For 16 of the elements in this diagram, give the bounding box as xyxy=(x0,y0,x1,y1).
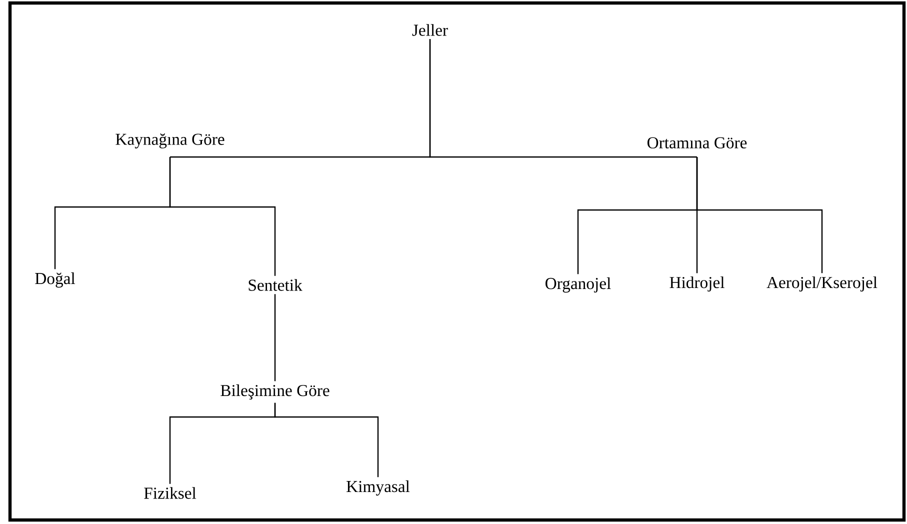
node-label: Jeller xyxy=(412,24,448,36)
node-label: Kimyasal xyxy=(346,480,410,496)
connector xyxy=(169,157,276,276)
connector xyxy=(274,294,276,382)
node-label: Bileşimine Göre xyxy=(220,384,330,400)
node-label: Fiziksel xyxy=(144,487,196,499)
connector xyxy=(274,402,379,478)
node-label: Ortamına Göre xyxy=(647,137,747,148)
connector xyxy=(696,157,823,274)
node-label: Hidrojel xyxy=(670,276,724,292)
node-label: Doğal xyxy=(35,272,76,288)
node-label: Sentetik xyxy=(248,279,302,291)
connector xyxy=(429,39,697,158)
node-label: Aerojel/Kserojel xyxy=(766,276,878,292)
node-label: Organojel xyxy=(546,277,611,293)
node-label: Kaynağına Göre xyxy=(116,133,224,148)
